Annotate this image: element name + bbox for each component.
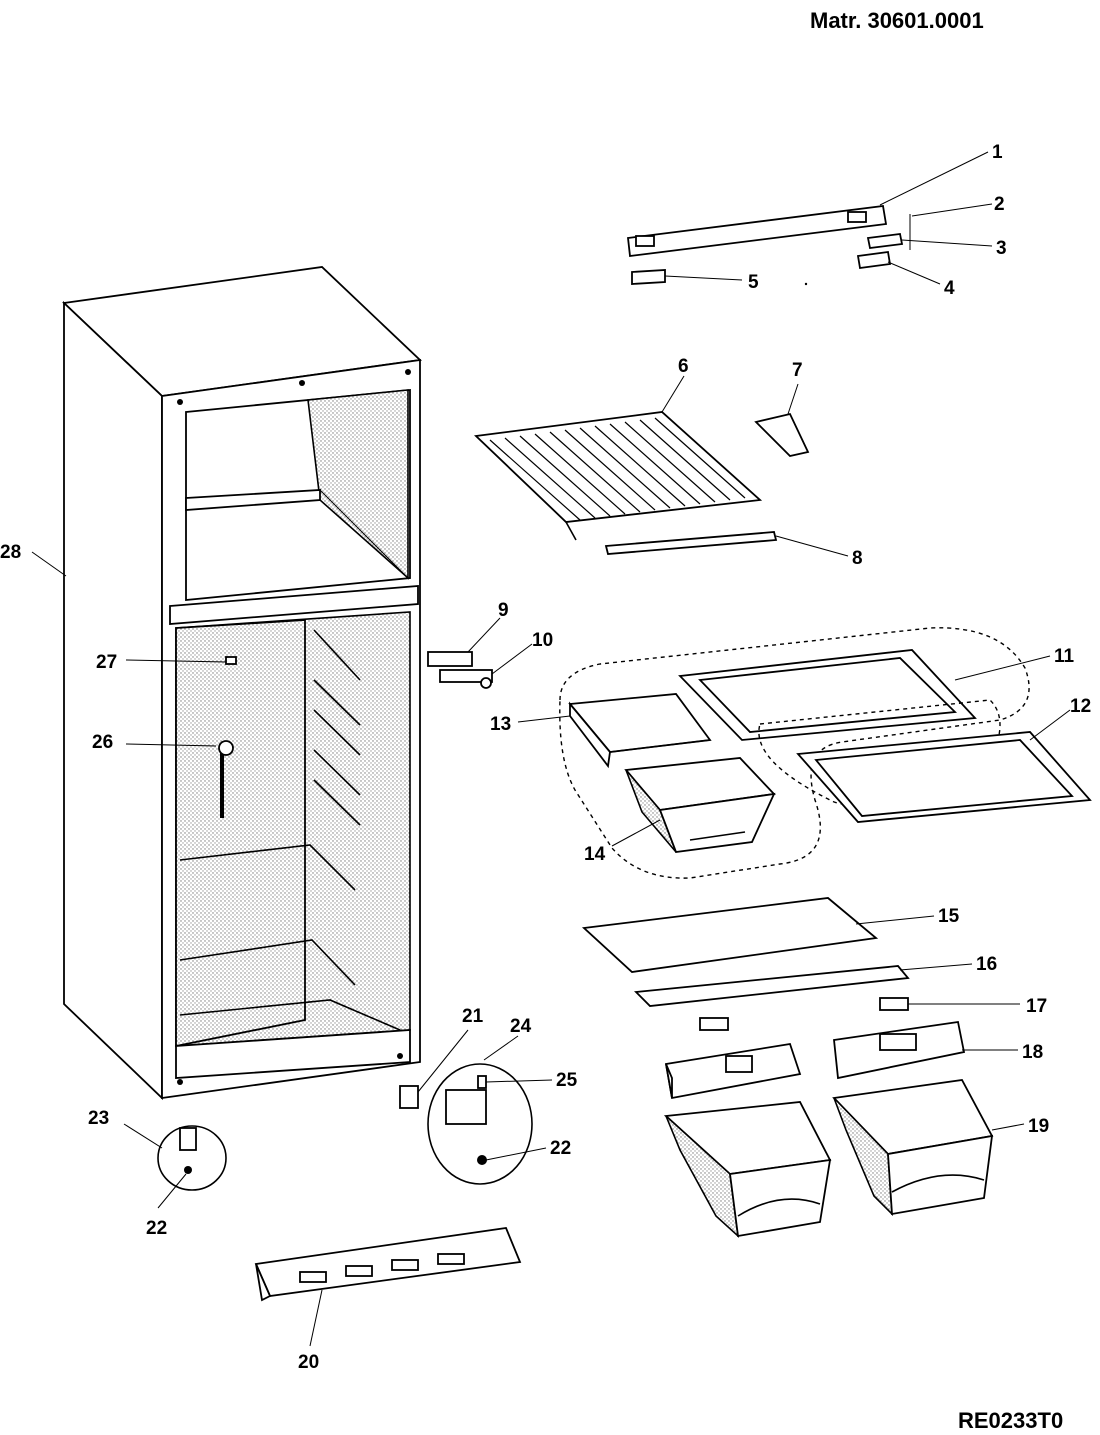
callout-9: 9 [498,600,509,621]
callout-27: 27 [96,652,117,673]
shelf-trim [604,531,778,555]
callout-4: 4 [944,278,955,299]
freezer-shelf [678,649,977,741]
callout-26: 26 [92,732,113,753]
callout-11: 11 [1054,646,1075,667]
callout-28: 28 [0,542,21,563]
bottle-holder-left [664,1042,802,1100]
ice-tray-box [624,757,776,853]
callout-22-right: 22 [550,1138,571,1159]
freezer-door [568,693,712,769]
thermostat-knob [218,740,234,818]
crisper-frame [634,965,910,1007]
callout-10: 10 [532,630,553,651]
detail-circle-23 [157,1125,227,1191]
drawing-code: RE0233T0 [958,1408,1063,1433]
callout-14: 14 [584,844,606,865]
material-number: Matr. 30601.0001 [810,8,984,33]
wall-bracket [179,1127,197,1174]
callout-6: 6 [678,356,689,377]
callout-labels: 1 2 3 4 5 6 7 8 9 10 11 12 13 14 15 16 1… [0,142,1091,1373]
callout-12: 12 [1070,696,1091,717]
crisper-drawer-right [832,1079,994,1217]
fridge-cabinet [62,266,422,1101]
callout-24: 24 [510,1016,532,1037]
bottle-stop [754,412,810,457]
crisper-drawer-left [663,1101,832,1239]
relay-bracket [445,1075,487,1165]
callout-7: 7 [792,360,803,381]
callout-5: 5 [748,272,759,293]
callout-16: 16 [976,954,997,975]
callout-22-left: 22 [146,1218,167,1239]
wire-shelf [474,411,763,541]
middle-hinge [427,651,493,689]
callout-13: 13 [490,714,511,735]
callout-23: 23 [88,1108,109,1129]
relay-cover [399,1085,419,1109]
callout-8: 8 [852,548,863,569]
callout-19: 19 [1028,1116,1049,1137]
frame-clip [879,997,909,1011]
callout-15: 15 [938,906,960,927]
callout-21: 21 [462,1006,484,1027]
frame-clip [699,1017,729,1031]
callout-18: 18 [1022,1042,1043,1063]
callout-25: 25 [556,1070,578,1091]
bottom-grille [254,1227,522,1302]
glass-shelf [796,731,1092,823]
leader-lines [31,151,1071,1347]
bottle-holder-right [833,1020,966,1080]
detail-circle-24 [427,1063,533,1185]
callout-1: 1 [992,142,1003,163]
callout-2: 2 [994,194,1005,215]
top-hinge-plate [627,204,911,286]
callout-3: 3 [996,238,1007,259]
callout-17: 17 [1026,996,1047,1017]
lamp [225,656,237,665]
crisper-glass-cover [581,897,879,973]
callout-20: 20 [298,1352,319,1373]
